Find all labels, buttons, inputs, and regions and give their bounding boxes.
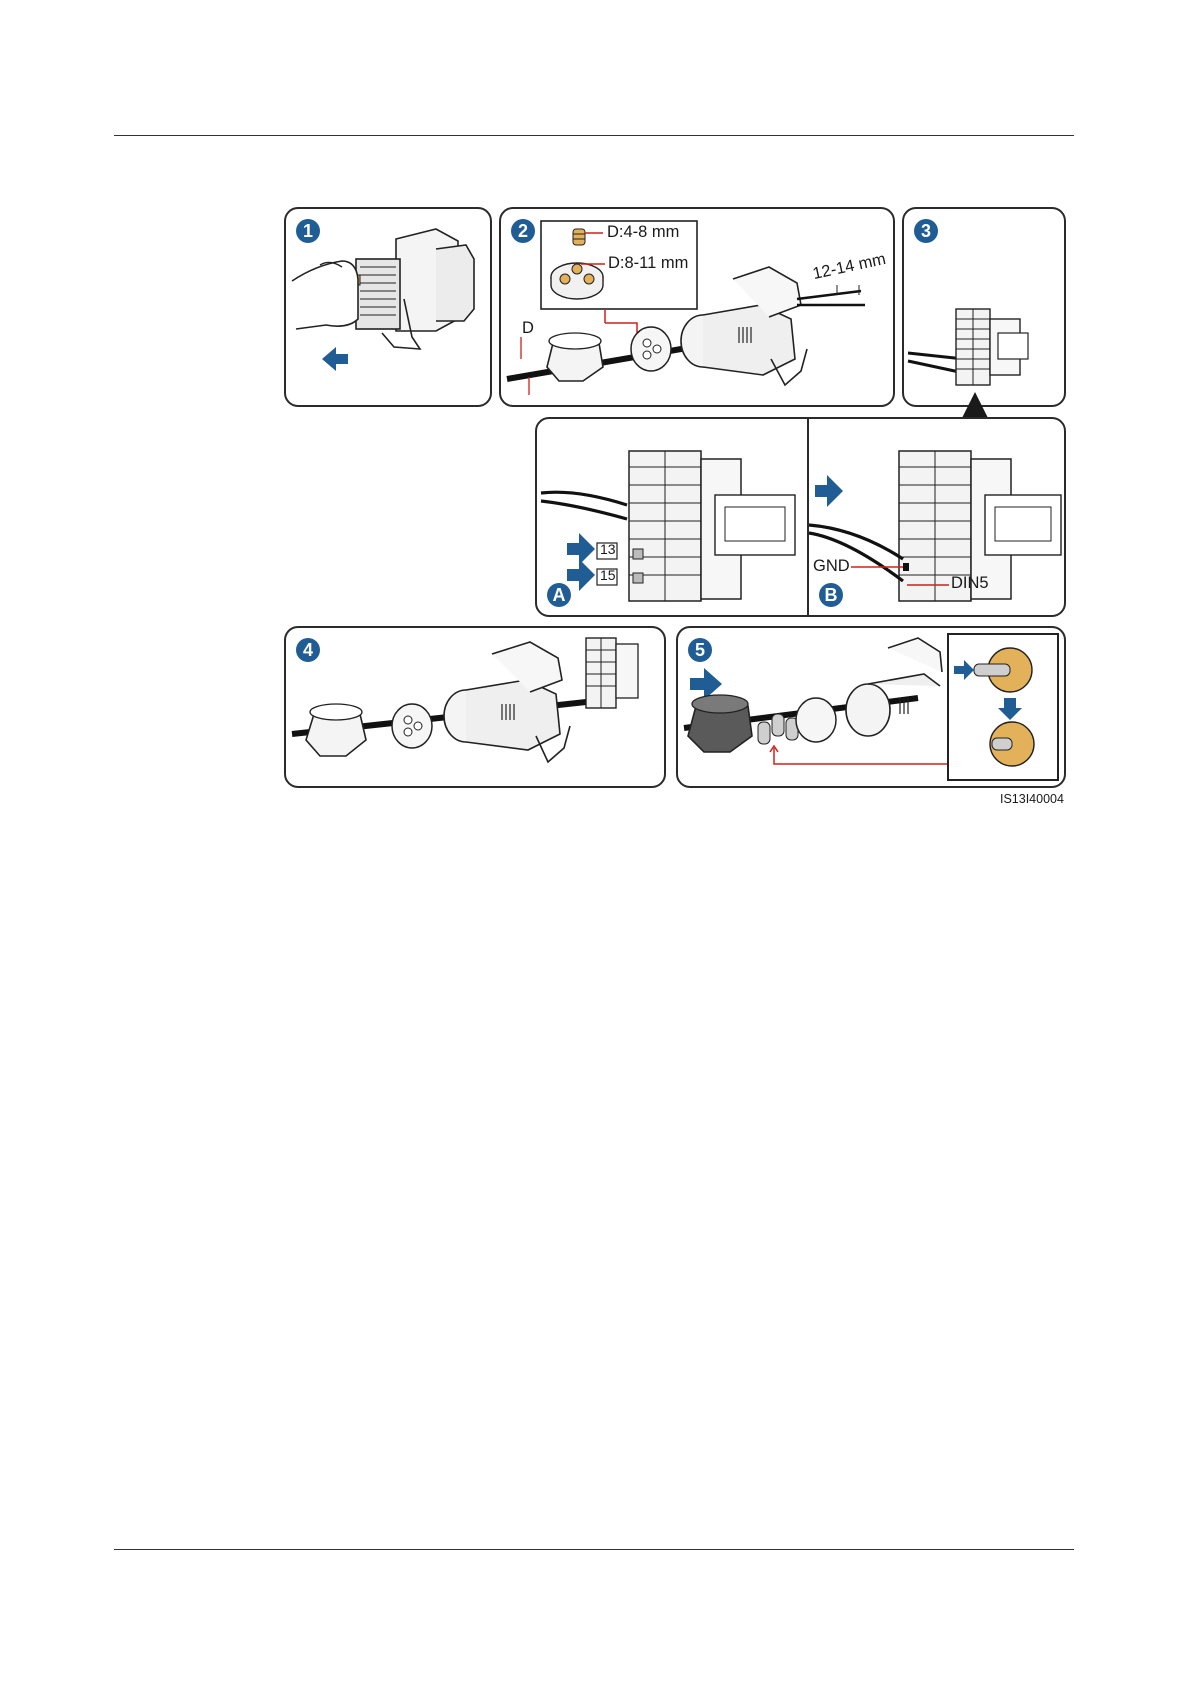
sub-a-badge: A <box>547 583 571 607</box>
seal-small-hole-label: D:4-8 mm <box>607 223 679 242</box>
seal-plug-illustration <box>678 628 1064 786</box>
step-1-badge: 1 <box>296 219 320 243</box>
three-hole-seal <box>551 263 603 299</box>
cable-diameter-label: D <box>522 319 534 338</box>
step-3-detail-panel: A B <box>535 417 1066 617</box>
step-4-panel: 4 <box>284 626 666 788</box>
connector-body <box>681 267 807 385</box>
figure-id: IS13I40004 <box>1000 792 1064 806</box>
step-5-badge: 5 <box>688 638 712 662</box>
sub-b-badge: B <box>819 583 843 607</box>
small-hole-seal <box>573 229 585 245</box>
footer-rule <box>114 1549 1074 1550</box>
din5-label: DIN5 <box>951 574 989 593</box>
step-2-badge: 2 <box>511 219 535 243</box>
pin-15-label: 15 <box>600 567 616 583</box>
step-4-badge: 4 <box>296 638 320 662</box>
step-3-panel: 3 <box>902 207 1066 407</box>
seal-ring <box>631 327 671 371</box>
cable-prep-illustration <box>501 209 893 405</box>
seal-large-hole-label: D:8-11 mm <box>608 254 688 273</box>
gnd-label: GND <box>813 557 850 576</box>
assembly-illustration <box>286 628 664 786</box>
step-3-badge: 3 <box>914 219 938 243</box>
step-5-panel: 5 <box>676 626 1066 788</box>
pin-13-label: 13 <box>600 541 616 557</box>
header-rule <box>114 135 1074 136</box>
lock-nut <box>547 333 603 381</box>
step-2-panel: 2 <box>499 207 895 407</box>
step-1-panel: 1 <box>284 207 492 407</box>
connector-pointer-icon <box>960 390 990 420</box>
